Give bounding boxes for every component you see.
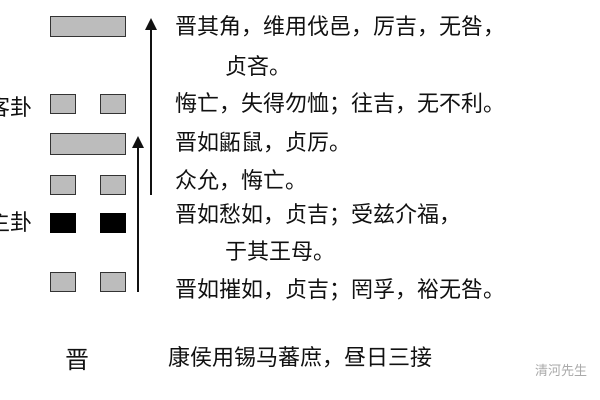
line-1-yin-right: [100, 272, 126, 292]
lower-trigram-label: 主卦: [0, 211, 33, 236]
line-5-yin-right: [100, 94, 126, 114]
line-1-text: 晋如摧如，贞吉；罔孚，裕无咎。: [175, 278, 506, 303]
line-6-yang: [50, 16, 126, 37]
line-4-yang: [50, 133, 126, 155]
long-up-arrow: [145, 18, 157, 195]
line-6-text: 晋其角，维用伐邑，厉吉，无咎，: [175, 15, 506, 40]
line-4-text: 晋如鼫鼠，贞厉。: [175, 131, 352, 156]
line-5-yin-left: [50, 94, 76, 114]
line-1-yin-left: [50, 272, 76, 292]
line-2-text-cont: 于其王母。: [225, 240, 336, 265]
line-3-text: 众允，悔亡。: [175, 169, 308, 194]
line-3-yin-right: [100, 175, 126, 195]
line-3-yin-left: [50, 175, 76, 195]
short-up-arrow: [132, 136, 144, 292]
line-2-yin-left: [50, 213, 76, 233]
hexagram-name: 晋: [65, 346, 89, 374]
line-2-text: 晋如愁如，贞吉；受兹介福，: [175, 203, 462, 228]
line-5-text: 悔亡，失得勿恤；往吉，无不利。: [175, 92, 506, 117]
judgment-text: 康侯用锡马蕃庶，昼日三接: [168, 346, 433, 371]
upper-trigram-label: 客卦: [0, 96, 33, 121]
line-6-text-cont: 贞吝。: [225, 55, 292, 80]
line-2-yin-right: [100, 213, 126, 233]
watermark: 清河先生: [535, 364, 588, 379]
